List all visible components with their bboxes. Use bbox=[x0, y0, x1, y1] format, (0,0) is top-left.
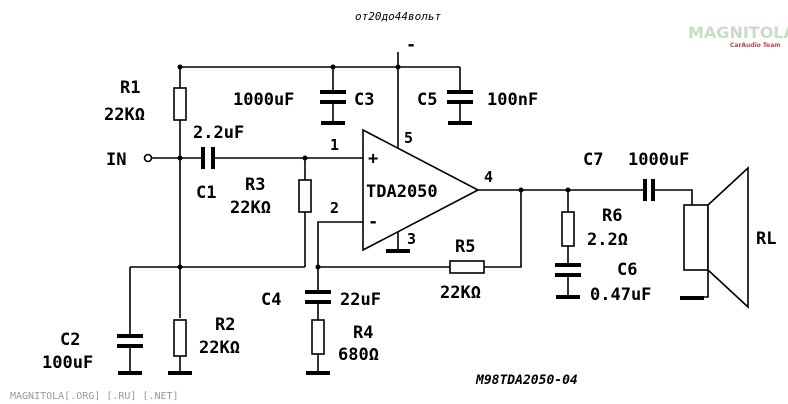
junction bbox=[177, 64, 183, 70]
junction bbox=[315, 264, 321, 270]
chip-plus: + bbox=[368, 149, 378, 169]
r1-ref: R1 bbox=[120, 78, 140, 98]
c6-value: 0.47uF bbox=[590, 285, 651, 305]
logo-subtext: CarAudio Team bbox=[730, 42, 781, 49]
speaker-icon bbox=[683, 204, 709, 271]
feedback-wire-right bbox=[484, 190, 522, 268]
r2-body bbox=[173, 319, 187, 357]
c5-ref: C5 bbox=[417, 90, 437, 110]
r2-ref: R2 bbox=[215, 315, 235, 335]
footer-watermark: MAGNITOLA[.ORG] [.RU] [.NET] bbox=[10, 391, 179, 402]
pin-5-label: 5 bbox=[404, 129, 413, 147]
logo-text: MAGNITOLA bbox=[688, 23, 788, 42]
r6-body bbox=[561, 211, 575, 247]
r3-value: 22KΩ bbox=[230, 198, 271, 218]
c2-ref: C2 bbox=[60, 330, 80, 350]
chip-name: TDA2050 bbox=[366, 182, 438, 202]
pin2-wire bbox=[317, 221, 363, 292]
input-terminal bbox=[143, 153, 153, 163]
r4-ref: R4 bbox=[353, 323, 373, 343]
r5-value: 22KΩ bbox=[440, 283, 481, 303]
supply-symbol: - bbox=[406, 35, 416, 55]
r2-value: 22KΩ bbox=[199, 338, 240, 358]
r5-ref: R5 bbox=[455, 237, 475, 257]
c2-value: 100uF bbox=[42, 353, 93, 373]
c3-value: 1000uF bbox=[233, 90, 294, 110]
logo-watermark: MAGNITOLA CarAudio Team bbox=[688, 23, 788, 49]
junction bbox=[302, 155, 308, 161]
r3-body bbox=[298, 179, 312, 213]
c1-value: 2.2uF bbox=[193, 123, 244, 143]
c4-ref: C4 bbox=[261, 290, 281, 310]
input-label: IN bbox=[106, 150, 126, 170]
diagram-code: M98TDA2050-04 bbox=[475, 373, 578, 388]
r6-value: 2.2Ω bbox=[587, 230, 628, 250]
r4-body bbox=[311, 319, 325, 355]
junction bbox=[565, 187, 571, 193]
tda2050-triangle bbox=[362, 128, 480, 252]
c5-value: 100nF bbox=[487, 90, 538, 110]
c4-value: 22uF bbox=[340, 290, 381, 310]
c1-ref: C1 bbox=[196, 183, 216, 203]
junction bbox=[518, 187, 524, 193]
junction bbox=[395, 64, 401, 70]
junction bbox=[177, 155, 183, 161]
pin-4-label: 4 bbox=[484, 168, 493, 186]
ground-symbols bbox=[118, 121, 704, 375]
junction bbox=[330, 64, 336, 70]
junctions bbox=[177, 64, 571, 270]
pin-1-label: 1 bbox=[330, 136, 339, 154]
speaker-return-wire bbox=[692, 270, 709, 298]
r6-ref: R6 bbox=[602, 206, 622, 226]
pin-3-label: 3 bbox=[407, 230, 416, 248]
r1-body bbox=[173, 87, 187, 121]
c6-ref: C6 bbox=[617, 260, 637, 280]
rl-ref: RL bbox=[756, 229, 776, 249]
speaker-cone bbox=[707, 166, 749, 309]
supply-note: от20до44вольт bbox=[355, 10, 441, 23]
c7-ref: C7 bbox=[583, 150, 603, 170]
r4-value: 680Ω bbox=[338, 345, 379, 365]
junction bbox=[177, 264, 183, 270]
pin-2-label: 2 bbox=[330, 199, 339, 217]
output-wire-2 bbox=[653, 189, 693, 205]
r1-value: 22KΩ bbox=[104, 105, 145, 125]
r5-body bbox=[449, 260, 485, 274]
c3-ref: C3 bbox=[354, 90, 374, 110]
r3-ref: R3 bbox=[245, 175, 265, 195]
c7-value: 1000uF bbox=[628, 150, 689, 170]
chip-minus: - bbox=[368, 212, 378, 232]
